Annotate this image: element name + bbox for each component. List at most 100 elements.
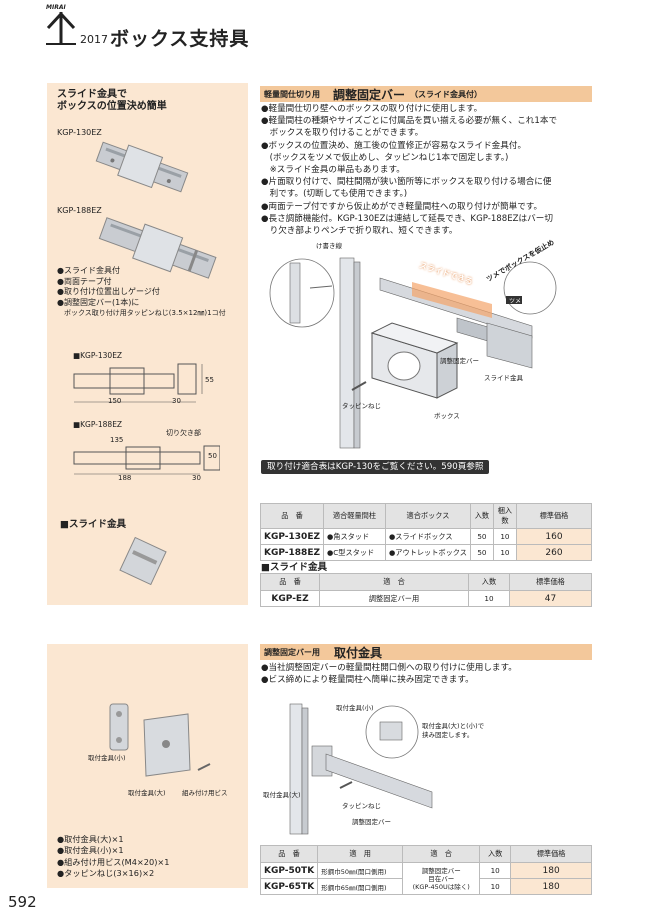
contents-list: ●取付金具(大)×1 ●取付金具(小)×1 ●組み付け用ビス(M4×20)×1 …: [57, 834, 169, 880]
label-fitting-small: 取付金具(小): [88, 754, 126, 762]
feature-item: ●取り付け位置出しゲージ付: [57, 287, 160, 296]
bullet-item: ●軽量間仕切り壁へのボックスの取り付けに使用します。: [261, 104, 483, 114]
quantity: 50: [469, 544, 494, 561]
price: 160: [515, 528, 593, 545]
label-clamp-note: 取付金具(大)と(小)で 挟み固定します。: [422, 722, 484, 740]
quantity: 10: [479, 862, 512, 879]
dim188-drawing: [73, 445, 220, 475]
label-slide-part: スライド金具: [484, 374, 523, 382]
label-kgp130ez: KGP-130EZ: [57, 128, 102, 137]
label-assembly-screw: 組み付け用ビス: [182, 789, 228, 797]
label-tapping-screw: タッピンねじ: [342, 402, 381, 410]
product-code: KGP-130EZ: [260, 528, 324, 545]
fit-line: (KGP-450Uは除く): [412, 882, 470, 891]
kgp188ez-photo: [98, 217, 217, 279]
adjust-bar-bullets: ●軽量間仕切り壁へのボックスの取り付けに使用します。 ●軽量間柱の種類やサイズご…: [261, 103, 557, 237]
bullet-item: 利です。(切断しても使用できます。): [261, 189, 408, 200]
col-header: 適 合: [319, 573, 469, 591]
bullet-item: ●片面取り付けで、間柱間隔が狭い箇所等にボックスを取り付ける場合に便: [261, 177, 552, 188]
dim188-height: 50: [208, 452, 217, 460]
price: 180: [510, 878, 592, 895]
col-header: 適合ボックス: [385, 503, 471, 529]
feature-item: ボックス取り付け用タッピンねじ(3.5×12㎜)1コ付: [57, 309, 226, 317]
label-fitting-small-illus: 取付金具(小): [336, 704, 374, 712]
product-code: KGP-EZ: [260, 590, 320, 607]
section-bar-fitting: [260, 644, 592, 660]
fit-line: 目在バー: [428, 874, 455, 883]
dim130-title: ■KGP-130EZ: [73, 351, 123, 360]
col-header: 標準価格: [509, 573, 592, 591]
table-row: KGP-65TK 形鋼巾65㎜(開口側用) 10 180: [259, 878, 592, 895]
left-heading-line2: ボックスの位置決め簡単: [57, 101, 167, 112]
dim130-width: 150: [108, 397, 122, 405]
col-header: 適合軽量間柱: [323, 503, 386, 529]
bullet-item: ●ボックスの位置決め、施工後の位置修正が容易なスライド金具付。: [261, 140, 527, 151]
bullet-item: ●当社調整固定バーの軽量間柱開口側への取り付けに使用します。: [261, 663, 517, 673]
brand-text: MIRAI: [46, 4, 66, 11]
section-small-label-fitting: 調整固定バー用: [264, 648, 320, 657]
fit-table-note: 取り付け適合表はKGP-130をご覧ください。590頁参照: [261, 460, 490, 474]
col-header: 品 番: [260, 573, 320, 591]
bullet-item: ※スライド金具の単品もあります。: [261, 165, 405, 176]
dim130-depth: 30: [172, 397, 181, 405]
pack-quantity: 10: [492, 544, 517, 561]
dim130-drawing: [73, 363, 203, 403]
bullet-item: ●長さ調節機能付。KGP-130EZは連結して延長でき、KGP-188EZはバー…: [261, 213, 553, 224]
kgp130ez-photo: [95, 141, 189, 193]
quantity: 10: [468, 590, 510, 607]
dim188-width2: 188: [118, 474, 132, 482]
col-header: 適 用: [317, 845, 404, 863]
col-header: 標準価格: [515, 503, 593, 529]
dim130-height: 55: [205, 376, 214, 384]
dim188-title: ■KGP-188EZ: [73, 420, 123, 429]
adjust-bar-illustration: [269, 257, 557, 449]
stud-type: ●角スタッド: [323, 528, 386, 545]
bullet-item: ●ビス締めにより軽量間柱へ簡単に挟み固定できます。: [261, 675, 474, 686]
contents-item: ●タッピンねじ(3×16)×2: [57, 868, 155, 879]
col-header: 入数: [469, 503, 494, 529]
box-type: ●アウトレットボックス: [385, 544, 471, 561]
fitting-set-photo: [109, 703, 211, 777]
table-row: KGP-EZ 調整固定バー用 10 47: [260, 590, 592, 607]
page-number: 592: [8, 893, 37, 911]
section-paren: （スライド金具付）: [410, 90, 482, 99]
table-row: KGP-188EZ ●C型スタッド ●アウトレットボックス 50 10 260: [260, 544, 593, 561]
bullet-item: ●軽量間柱の種類やサイズごとに付属品を買い揃える必要が無く、これ1本で: [261, 116, 558, 127]
quantity: 50: [469, 528, 494, 545]
product-code: KGP-65TK: [259, 878, 319, 895]
bullet-item: り欠き部よりペンチで折り取れ、短くできます。: [261, 226, 458, 237]
col-header: 入数: [468, 573, 510, 591]
label-clamp-line2: 挟み固定します。: [422, 731, 474, 739]
product-code: KGP-50TK: [259, 862, 319, 879]
col-header: 適 合: [402, 845, 481, 863]
section-bar-adjust: [260, 86, 592, 102]
label-box: ボックス: [434, 412, 460, 420]
quantity: 10: [479, 878, 512, 895]
label-tapping-screw-bottom: タッピンねじ: [342, 802, 381, 810]
application: 形鋼巾50㎜(開口側用): [317, 862, 404, 879]
fit-target: 調整固定バー 目在バー (KGP-450Uは除く): [402, 862, 481, 895]
col-header: 品 番: [260, 503, 324, 529]
mirai-logo: MIRAI: [44, 4, 78, 46]
bullet-item: ボックスを取り付けることができます。: [261, 128, 424, 139]
label-clamp-line1: 取付金具(大)と(小)で: [422, 722, 485, 730]
spec-table-fitting: 品 番 適 用 適 合 入数 標準価格 KGP-50TK 形鋼巾50㎜(開口側用…: [259, 845, 592, 895]
contents-item: ●取付金具(小)×1: [57, 845, 124, 856]
feature-item: ●スライド金具付: [57, 266, 120, 275]
slide-fitting-title-right: ■スライド金具: [261, 562, 327, 573]
box-type: ●スライドボックス: [385, 528, 471, 545]
label-fitting-large: 取付金具(大): [128, 789, 166, 797]
pack-quantity: 10: [492, 528, 517, 545]
fitting-illustration: [289, 703, 433, 835]
spec-table-adjust-bar: 品 番 適合軽量間柱 適合ボックス 入数 梱入数 標準価格 KGP-130EZ …: [260, 503, 593, 561]
fit-target: 調整固定バー用: [319, 590, 469, 607]
price: 260: [515, 544, 593, 561]
bullet-item: ●両面テープ付ですから仮止めができ軽量間柱への取り付けが簡単です。: [261, 201, 543, 212]
dim188-depth: 30: [192, 474, 201, 482]
slide-fitting-photo: [119, 536, 167, 586]
col-header: 梱入数: [492, 503, 517, 529]
label-fitting-large-illus: 取付金具(大): [263, 791, 301, 799]
label-kgp188ez: KGP-188EZ: [57, 206, 102, 215]
section-small-label: 軽量間仕切り用: [264, 90, 320, 99]
dim188-width1: 135: [110, 436, 124, 444]
